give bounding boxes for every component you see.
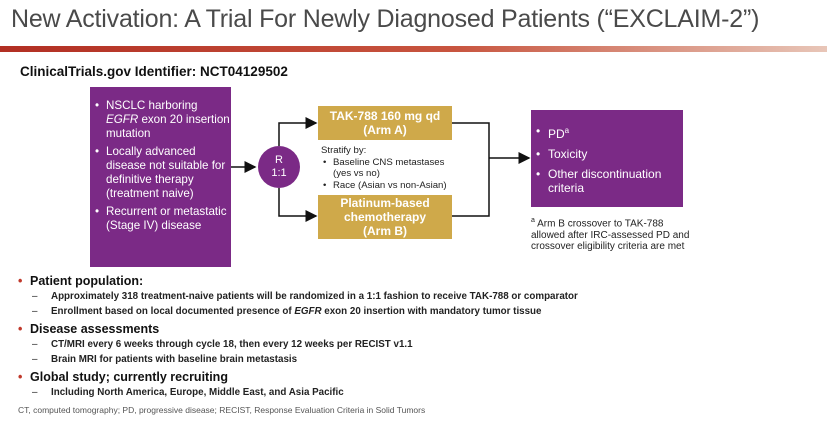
crossover-footnote: a Arm B crossover to TAK-788 allowed aft…: [531, 217, 690, 253]
sub-bullet-regions: Including North America, Europe, Middle …: [18, 385, 818, 400]
arm-b-label: (Arm B): [363, 224, 407, 238]
endpoints-box: PDa Toxicity Other discontinuation crite…: [531, 110, 683, 207]
bullet-global-study: Global study; currently recruiting: [18, 370, 818, 385]
bullet-disease-assessments: Disease assessments: [18, 322, 818, 337]
arm-b-drug-line1: Platinum-based: [340, 196, 430, 210]
endpoint-pd: PDa: [531, 124, 683, 141]
stratify-item-cns: Baseline CNS metastases(yes vs no): [321, 157, 447, 180]
stratify-heading: Stratify by:: [321, 145, 367, 156]
criteria-item-locally-advanced: Locally advanced disease not suitable fo…: [90, 145, 231, 201]
arm-b-drug-line2: chemotherapy: [343, 210, 427, 224]
study-details-list: Patient population: Approximately 318 tr…: [18, 274, 818, 400]
sub-bullet-randomization: Approximately 318 treatment-naive patien…: [18, 289, 818, 304]
arrow-to-arm-b: [278, 188, 318, 222]
eligibility-criteria-box: NSCLC harboring EGFR exon 20 insertion m…: [90, 87, 231, 267]
endpoint-toxicity: Toxicity: [531, 147, 683, 161]
endpoint-other-discontinuation: Other discontinuation criteria: [531, 167, 683, 195]
slide-title: New Activation: A Trial For Newly Diagno…: [11, 5, 760, 33]
arms-bracket: [452, 122, 490, 217]
arm-a-box: TAK-788 160 mg qd (Arm A): [318, 106, 452, 140]
bullet-patient-population: Patient population:: [18, 274, 818, 289]
title-underline-bar: [0, 46, 827, 52]
arm-a-drug: TAK-788 160 mg qd: [329, 109, 441, 123]
sub-bullet-brain-mri: Brain MRI for patients with baseline bra…: [18, 352, 818, 367]
sub-bullet-enrollment: Enrollment based on local documented pre…: [18, 304, 818, 319]
criteria-item-metastatic: Recurrent or metastatic (Stage IV) disea…: [90, 205, 231, 233]
criteria-item-nsclc: NSCLC harboring EGFR exon 20 insertion m…: [90, 99, 231, 141]
arm-a-label: (Arm A): [363, 123, 407, 137]
stratify-item-race: Race (Asian vs non-Asian): [321, 180, 447, 192]
stratification-factors: Stratify by: Baseline CNS metastases(yes…: [321, 145, 447, 191]
randomization-label: R: [275, 154, 283, 166]
abbreviations-footer: CT, computed tomography; PD, progressive…: [18, 405, 426, 415]
trial-identifier: ClinicalTrials.gov Identifier: NCT041295…: [20, 64, 288, 79]
arm-b-box: Platinum-based chemotherapy (Arm B): [318, 195, 452, 239]
randomization-circle: R 1:1: [258, 146, 300, 188]
arrow-to-arm-a: [278, 117, 318, 146]
sub-bullet-ct-mri: CT/MRI every 6 weeks through cycle 18, t…: [18, 337, 818, 352]
randomization-ratio: 1:1: [271, 167, 287, 179]
